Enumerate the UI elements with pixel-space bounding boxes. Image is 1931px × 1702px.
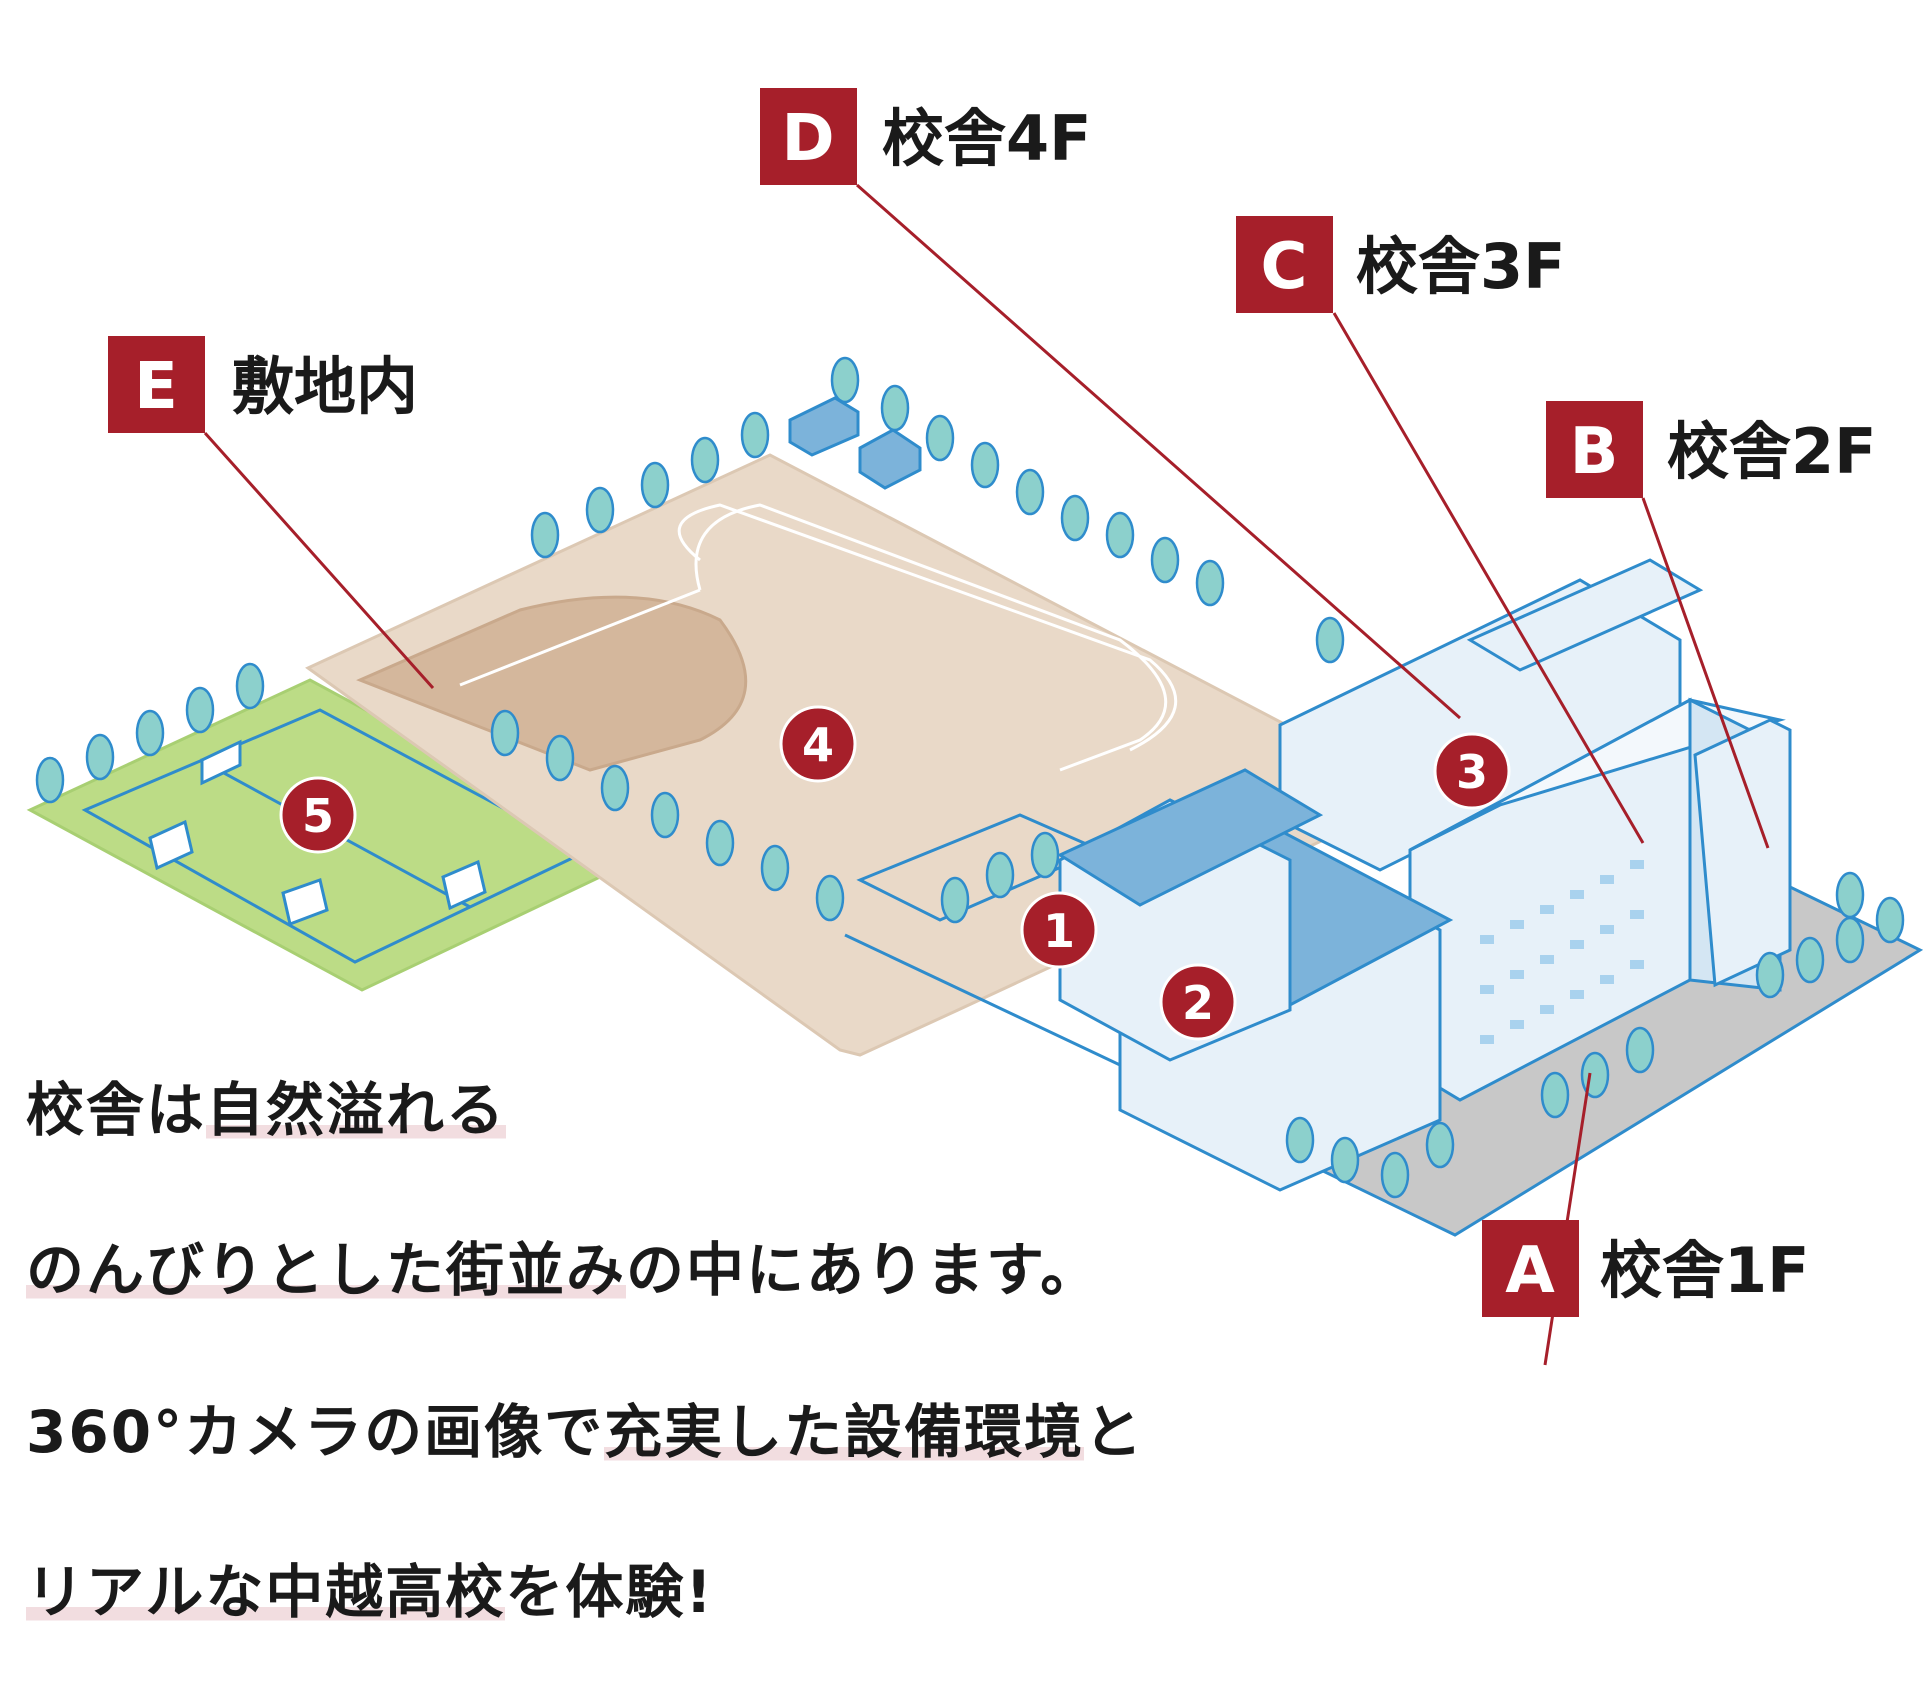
spot-3[interactable]: 3 — [1433, 732, 1511, 810]
area-letter: A — [1505, 1234, 1555, 1308]
spot-number: 2 — [1182, 976, 1214, 1030]
area-label-C[interactable]: C 校舎3F — [1236, 216, 1566, 313]
area-letter: E — [134, 350, 178, 424]
intro-line-1: 校舎は自然溢れる — [26, 1070, 507, 1150]
bench-icon — [148, 819, 487, 927]
area-name: 敷地内 — [232, 350, 418, 423]
area-name: 校舎1F — [1600, 1234, 1810, 1307]
intro-text-plain: の中にあります。 — [626, 1236, 1101, 1304]
area-name: 校舎2F — [1667, 415, 1877, 488]
intro-line-4: リアルな中越高校を体験! — [26, 1552, 714, 1632]
spot-number: 3 — [1456, 745, 1488, 799]
intro-text-highlight: 自然溢れる — [206, 1076, 507, 1144]
area-name: 校舎4F — [882, 102, 1092, 175]
spot-number: 4 — [802, 718, 834, 772]
area-label-A[interactable]: A 校舎1F — [1482, 1220, 1810, 1317]
area-label-D[interactable]: D 校舎4F — [760, 88, 1092, 185]
area-letter: B — [1570, 415, 1619, 489]
intro-text-plain: 360°カメラの画像で — [26, 1398, 605, 1466]
spot-number: 5 — [302, 789, 334, 843]
school-building[interactable] — [1056, 558, 1792, 1192]
goal-icon — [200, 739, 242, 786]
club-house — [788, 396, 922, 490]
area-name: 校舎3F — [1356, 230, 1566, 303]
intro-text-highlight: リアルな中越高校 — [26, 1558, 506, 1626]
intro-line-2: のんびりとした街並みの中にあります。 — [26, 1230, 1100, 1310]
area-label-E[interactable]: E 敷地内 — [108, 336, 418, 433]
area-letter: D — [781, 102, 834, 176]
area-letter: C — [1261, 230, 1308, 304]
intro-text-plain: を体験! — [505, 1558, 714, 1626]
area-label-B[interactable]: B 校舎2F — [1546, 401, 1877, 498]
intro-text-plain: 校舎は — [26, 1076, 207, 1144]
intro-text-highlight: 充実した設備環境 — [604, 1398, 1085, 1466]
intro-text-highlight: のんびりとした街並み — [26, 1236, 627, 1304]
tree-icons — [35, 356, 1905, 1199]
spot-2[interactable]: 2 — [1159, 963, 1237, 1041]
spot-4[interactable]: 4 — [779, 705, 857, 783]
intro-text-plain: と — [1084, 1398, 1145, 1466]
spot-number: 1 — [1043, 904, 1075, 958]
spot-1[interactable]: 1 — [1020, 891, 1098, 969]
intro-line-3: 360°カメラの画像で充実した設備環境と — [26, 1392, 1144, 1472]
spot-5[interactable]: 5 — [279, 776, 357, 854]
